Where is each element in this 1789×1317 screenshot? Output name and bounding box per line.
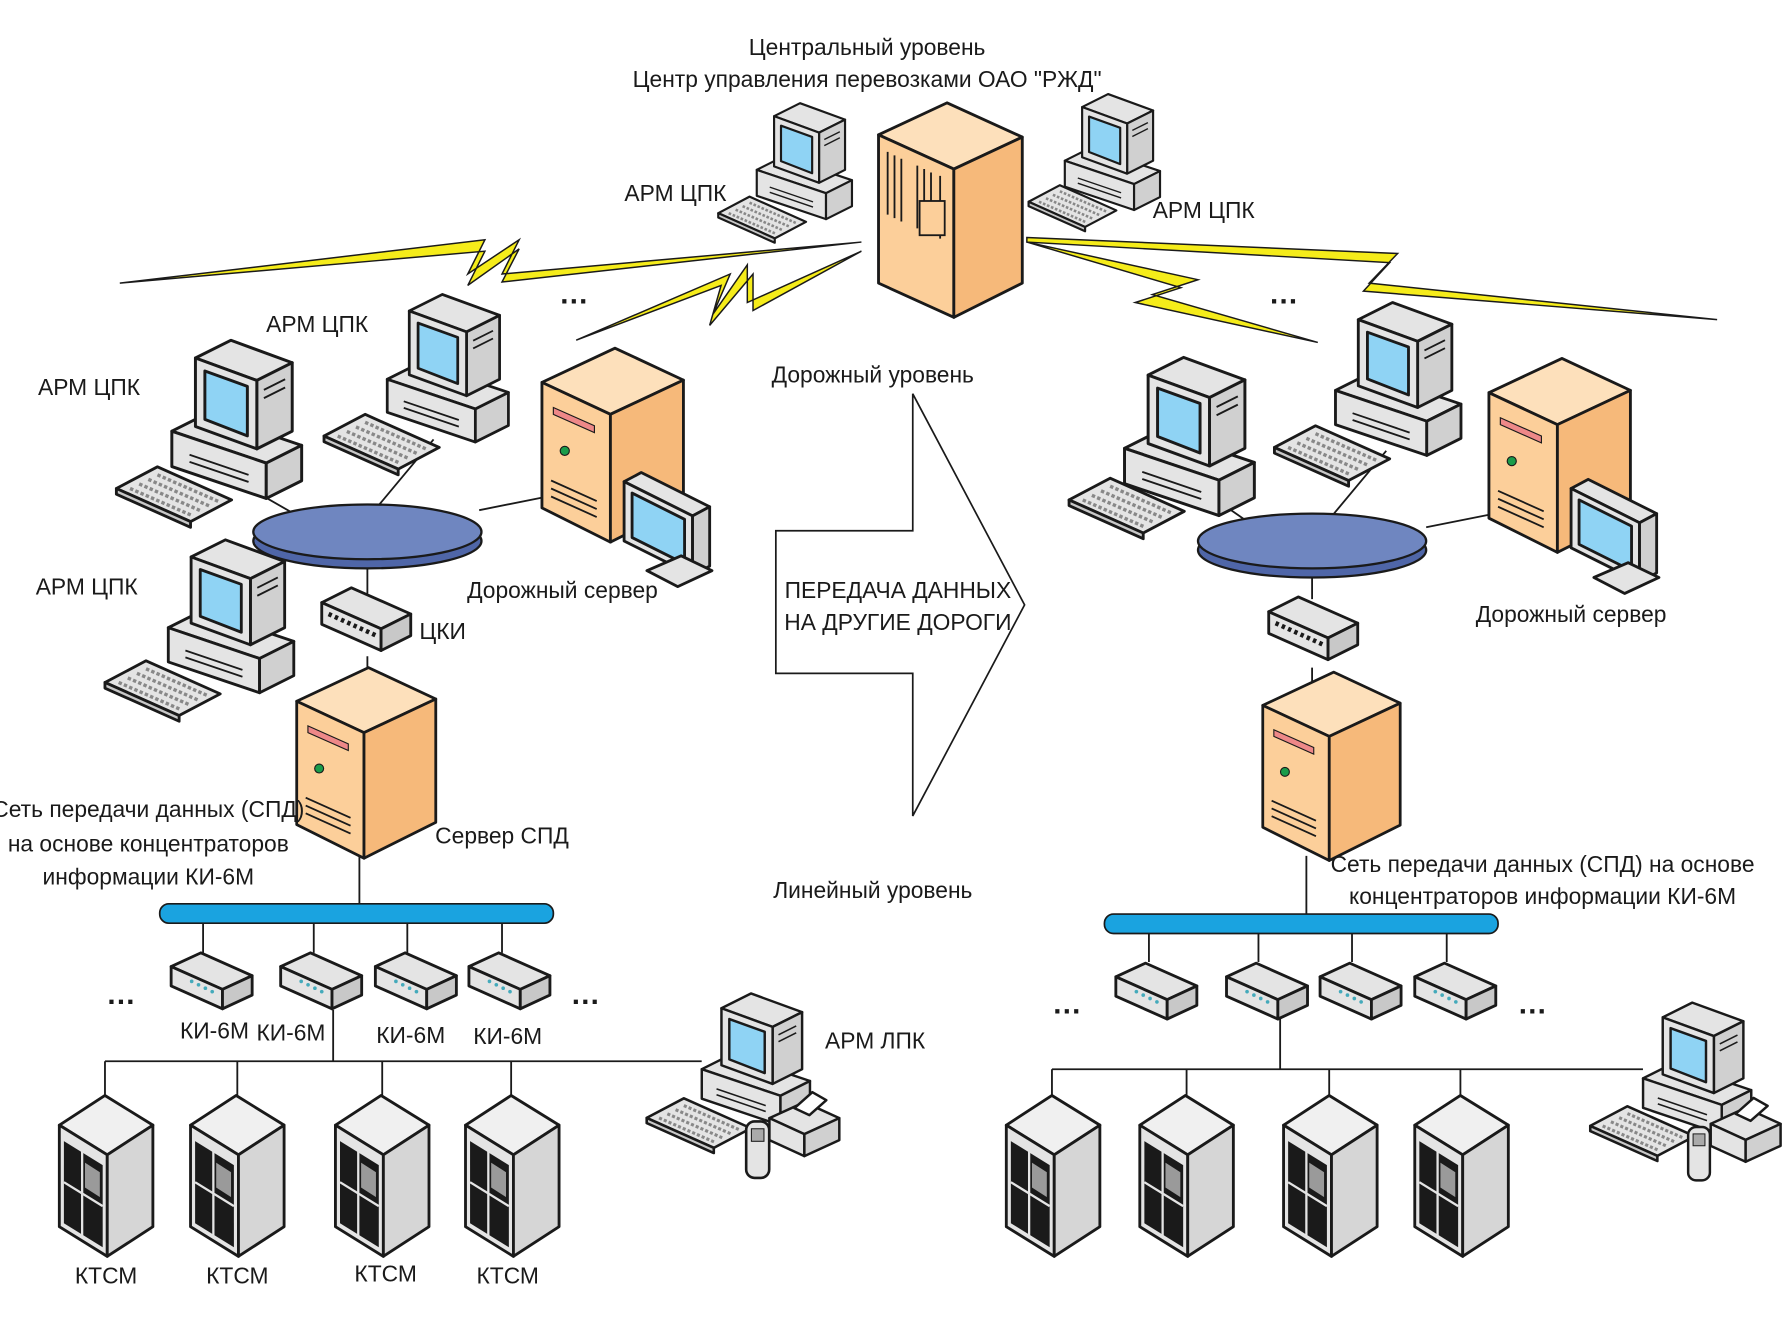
left-arm3-label: АРМ ЦПК bbox=[36, 574, 139, 600]
left-ki-label-3: КИ-6М bbox=[376, 1022, 445, 1048]
left-arm-pc-3 bbox=[166, 538, 296, 695]
right-road-server-label: Дорожный сервер bbox=[1476, 601, 1667, 627]
central-arm-pc-left-monitor bbox=[755, 101, 854, 221]
line-level-label: Линейный уровень bbox=[773, 877, 972, 903]
right-ki6m-2 bbox=[1225, 961, 1309, 1021]
ellipsis-top-right: … bbox=[1269, 278, 1303, 311]
left-ktsm-label-2: КТСМ bbox=[206, 1263, 268, 1289]
right-spd-note-2: концентраторов информации КИ-6М bbox=[1349, 883, 1736, 909]
left-spd-note-1: Сеть передачи данных (СПД) bbox=[0, 796, 304, 822]
left-arm-lpk-pc bbox=[700, 992, 812, 1127]
left-arm-pc-1 bbox=[170, 338, 304, 500]
lightning-link-3 bbox=[1026, 236, 1718, 321]
left-spd-bus bbox=[158, 902, 555, 925]
left-ktsm-label-1: КТСМ bbox=[75, 1263, 137, 1289]
right-ring-top bbox=[1196, 512, 1428, 570]
ellipsis-right-ki: … bbox=[570, 978, 604, 1011]
left-arm2-label: АРМ ЦПК bbox=[266, 311, 369, 337]
right-spd-server bbox=[1261, 670, 1402, 862]
ellipsis-left-ki: … bbox=[106, 978, 140, 1011]
left-ki6m-1 bbox=[169, 951, 254, 1011]
center-name: Центр управления перевозками ОАО "РЖД" bbox=[633, 66, 1102, 92]
left-ki6m-4 bbox=[467, 951, 552, 1011]
right-ktsm-2 bbox=[1138, 1094, 1235, 1258]
right-spd-note-1: Сеть передачи данных (СПД) на основе bbox=[1331, 851, 1755, 877]
monitor-icon bbox=[622, 471, 714, 589]
right-cki-switch bbox=[1269, 597, 1358, 660]
left-road-network: АРМ ЦПК АРМ ЦПК АРМ ЦПК Дорожный сервер … bbox=[0, 292, 926, 1289]
ellipsis-right-left-ki: … bbox=[1052, 987, 1086, 1020]
left-ki6m-2 bbox=[279, 951, 364, 1011]
left-ktsm-4 bbox=[464, 1094, 561, 1258]
lightning-link-2 bbox=[575, 250, 862, 341]
transfer-arrow bbox=[774, 393, 1026, 817]
left-ki-label-4: КИ-6М bbox=[473, 1023, 542, 1049]
wireless-links bbox=[119, 236, 1718, 344]
arrow-text-line1: ПЕРЕДАЧА ДАННЫХ bbox=[785, 577, 1012, 603]
left-ki-label-2: КИ-6М bbox=[256, 1020, 325, 1046]
right-ktsm-1 bbox=[1004, 1094, 1102, 1258]
left-ring-top bbox=[252, 503, 483, 561]
right-ki6m-1 bbox=[1114, 961, 1199, 1021]
ellipsis-right-right-ki: … bbox=[1517, 987, 1551, 1020]
left-spd-server bbox=[295, 666, 438, 860]
lightning-link-4 bbox=[1026, 241, 1318, 344]
left-arm-lpk-label: АРМ ЛПК bbox=[825, 1028, 926, 1054]
ellipsis-top-left: … bbox=[559, 278, 593, 311]
central-server bbox=[877, 101, 1024, 319]
left-spd-note-2: на основе концентраторов bbox=[8, 830, 289, 856]
right-arm-pc-2 bbox=[1333, 301, 1463, 457]
left-ktsm-3 bbox=[334, 1094, 431, 1258]
left-ktsm-label-4: КТСМ bbox=[477, 1263, 539, 1289]
left-ktsm-1 bbox=[57, 1094, 155, 1258]
right-ktsm-4 bbox=[1413, 1094, 1510, 1258]
right-ktsm-3 bbox=[1282, 1094, 1379, 1258]
road-level-label: Дорожный уровень bbox=[772, 361, 974, 387]
left-spd-server-label: Сервер СПД bbox=[435, 822, 569, 848]
lightning-link-1 bbox=[119, 237, 862, 287]
left-arm1-label: АРМ ЦПК bbox=[38, 374, 141, 400]
right-road-network: Дорожный сервер Сеть передачи данных (СП… bbox=[1004, 301, 1782, 1258]
handheld-terminal-icon bbox=[1686, 1125, 1712, 1182]
right-spd-bus bbox=[1103, 913, 1499, 935]
monitor-icon bbox=[1569, 477, 1661, 595]
right-ki6m-4 bbox=[1413, 961, 1498, 1021]
left-road-server-label: Дорожный сервер bbox=[467, 577, 658, 603]
central-level-title: Центральный уровень bbox=[749, 34, 986, 60]
central-arm-left-label: АРМ ЦПК bbox=[624, 180, 727, 206]
left-spd-note-3: информации КИ-6М bbox=[43, 863, 255, 889]
left-cki-switch bbox=[322, 588, 411, 651]
arrow-text-line2: НА ДРУГИЕ ДОРОГИ bbox=[784, 609, 1011, 635]
right-ki6m-3 bbox=[1318, 961, 1403, 1021]
left-ktsm-2 bbox=[189, 1094, 286, 1258]
left-ki-label-1: КИ-6М bbox=[180, 1017, 249, 1043]
left-ki6m-3 bbox=[373, 951, 458, 1011]
left-ktsm-label-3: КТСМ bbox=[354, 1260, 416, 1286]
left-arm-pc-2 bbox=[385, 292, 510, 444]
handheld-terminal-icon bbox=[744, 1120, 771, 1180]
central-arm-right-label: АРМ ЦПК bbox=[1153, 197, 1256, 223]
left-cki-label: ЦКИ bbox=[419, 618, 466, 644]
